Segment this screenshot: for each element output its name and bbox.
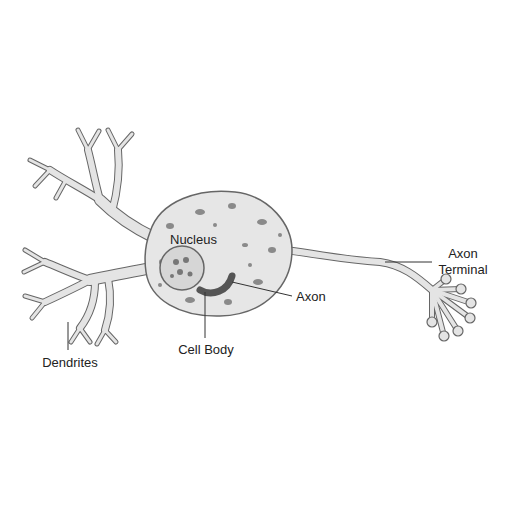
terminal-bulbs xyxy=(427,274,476,341)
part-label: Nucleus xyxy=(170,232,240,248)
part-label: Dendrites xyxy=(30,355,110,371)
cell-body-shape xyxy=(145,191,292,316)
part-label: Axon xyxy=(296,289,356,305)
axon-hillock xyxy=(200,276,232,293)
leader-lines xyxy=(68,262,432,350)
nucleus-shape xyxy=(160,246,204,290)
part-label: Axon Terminal xyxy=(432,246,494,278)
part-label: Cell Body xyxy=(170,342,242,358)
